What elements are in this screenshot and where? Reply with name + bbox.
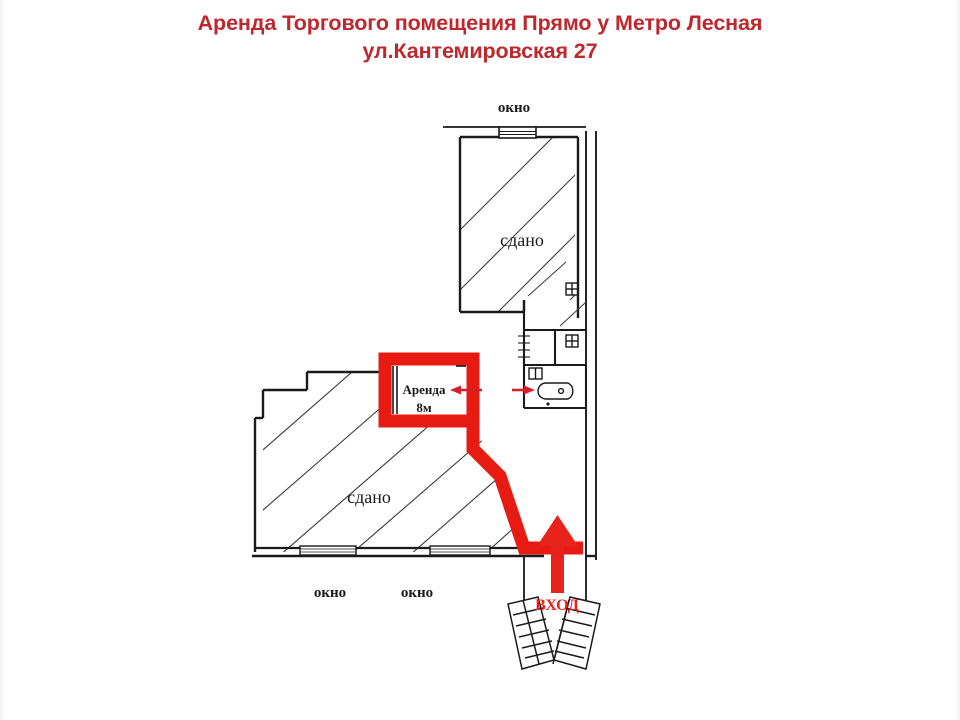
utility-hatch xyxy=(527,261,587,327)
window-bottom-left-symbol xyxy=(299,545,357,556)
title-line-2: ул.Кантемировская 27 xyxy=(362,38,598,63)
drain-icon xyxy=(546,402,550,406)
window-top-label: окно xyxy=(498,100,530,116)
route-to-rental xyxy=(466,400,583,555)
window-bottom-left-label: окно xyxy=(314,585,346,601)
title-line-1: Аренда Торгового помещения Прямо у Метро… xyxy=(197,11,763,35)
wall-ticks xyxy=(518,335,530,358)
bathroom-group xyxy=(528,367,574,406)
upper-room-hatching xyxy=(460,137,575,312)
stair-right xyxy=(552,596,601,670)
entrance-label: ВХОД xyxy=(535,597,579,614)
upper-room-label: сдано xyxy=(500,230,544,250)
lower-room-walls xyxy=(253,370,388,552)
scan-edge-left xyxy=(0,0,6,720)
stairs-group xyxy=(507,556,601,670)
door-arrow-rental xyxy=(450,385,482,395)
right-exterior-wall xyxy=(585,131,597,560)
utility-rooms-group xyxy=(518,261,588,410)
rental-unit-label-line1: Аренда xyxy=(403,382,446,397)
closet-symbols xyxy=(565,282,579,348)
window-top-symbol xyxy=(498,126,537,139)
lower-exterior-wall xyxy=(252,545,524,558)
window-bottom-right-symbol xyxy=(429,545,491,556)
upper-room-group xyxy=(443,126,597,560)
rental-unit-walls xyxy=(392,365,466,414)
lower-room-label: сдано xyxy=(347,487,391,507)
entrance-arrow xyxy=(537,515,578,593)
page-title: Аренда Торгового помещения Прямо у Метро… xyxy=(0,10,960,66)
stair-landing xyxy=(523,556,587,600)
door-arrow-bathroom xyxy=(512,385,535,395)
scan-edge-right xyxy=(954,0,960,720)
rental-unit-label-line2: 8м xyxy=(416,400,432,415)
window-bottom-right-label: окно xyxy=(401,585,433,601)
toilet-icon xyxy=(537,382,574,400)
